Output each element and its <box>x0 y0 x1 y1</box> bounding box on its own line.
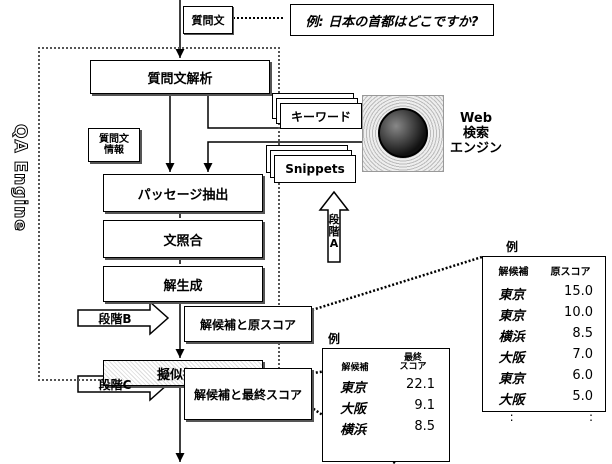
link-b-example <box>311 255 483 312</box>
example-b-title: 例 <box>506 240 519 254</box>
candidate-cell: 大阪 <box>340 401 367 417</box>
stage-a-arrow-shape <box>318 190 350 263</box>
keyword-label: キーワード <box>290 109 351 124</box>
table-row: 横浜 8.5 <box>487 326 601 345</box>
table-row: 横浜 8.5 <box>327 419 445 438</box>
table-row: 東京 6.0 <box>487 368 601 387</box>
example-c-header: 解候補 最終 スコア <box>327 353 445 373</box>
example-c-table: 解候補 最終 スコア 東京 22.1 大阪 9.1 横浜 8.5 <box>322 348 450 462</box>
snippets-label: Snippets <box>285 162 345 176</box>
candidate-cell: 横浜 <box>340 422 367 438</box>
score-cell: 6.0 <box>572 368 593 383</box>
candidate-cell: 大阪 <box>498 351 525 366</box>
analysis-label: 質問文解析 <box>147 71 213 87</box>
table-row: 東京 15.0 <box>487 284 601 303</box>
candidate-cell: 横浜 <box>498 330 525 345</box>
example-c-title: 例 <box>328 332 341 346</box>
original-score-label: 解候補と原スコア <box>199 317 296 332</box>
table-row: 大阪 7.0 <box>487 347 601 366</box>
analysis-step: 質問文解析 <box>90 60 270 94</box>
score-cell: 22.1 <box>406 376 435 392</box>
example-b-header-candidate: 解候補 <box>498 267 529 278</box>
final-score-note: 解候補と最終スコア <box>184 368 312 420</box>
score-cell: 7.0 <box>572 347 593 362</box>
qa-engine-label: QA Engine <box>10 124 31 233</box>
stage-b-label: 段階B <box>98 311 132 326</box>
question-example: 例: 日本の首都はどこですか? <box>305 14 479 30</box>
score-cell: : <box>588 410 593 424</box>
qa-engine-label-wrap: QA Engine <box>8 118 32 238</box>
web-engine-bg <box>362 95 444 172</box>
question-example-box: 例: 日本の首都はどこですか? <box>290 4 494 36</box>
candidate-cell: 大阪 <box>498 393 525 408</box>
score-cell: 8.5 <box>572 326 593 341</box>
final-score-label: 解候補と最終スコア <box>193 387 302 402</box>
arrow-web-to-passage <box>203 141 380 172</box>
score-cell: 15.0 <box>564 284 593 299</box>
candidate-cell: : <box>509 410 514 424</box>
stage-c-label: 段階C <box>98 377 132 392</box>
score-cell: 9.1 <box>414 397 435 413</box>
globe-icon <box>378 108 428 158</box>
example-b-header-score: 原スコア <box>550 267 591 278</box>
table-row: 大阪 9.1 <box>327 398 445 417</box>
candidate-cell: 東京 <box>498 288 525 303</box>
stage-a-label: 段階 A <box>328 213 340 251</box>
table-row: 東京 22.1 <box>327 377 445 396</box>
question-label: 質問文 <box>191 14 225 27</box>
matching-label: 文照合 <box>163 233 203 249</box>
matching-step: 文照合 <box>103 220 263 258</box>
stage-b-arrow-shape <box>77 300 170 336</box>
table-row: 大阪 5.0 <box>487 389 601 408</box>
candidate-cell: 東京 <box>498 372 525 387</box>
original-score-note: 解候補と原スコア <box>184 306 312 342</box>
generation-step: 解生成 <box>103 266 263 302</box>
generation-label: 解生成 <box>163 278 203 294</box>
example-b-header: 解候補 原スコア <box>487 263 601 278</box>
example-c-header-candidate: 解候補 <box>341 362 369 373</box>
table-row: : : <box>487 410 601 424</box>
candidate-cell: 東京 <box>340 380 367 396</box>
keyword-card: キーワード <box>280 103 362 129</box>
question-box: 質問文 <box>183 6 233 34</box>
score-cell: 8.5 <box>414 418 435 434</box>
candidate-cell: 東京 <box>498 309 525 324</box>
passage-label: パッセージ抽出 <box>137 187 229 203</box>
example-b-table: 解候補 原スコア 東京 15.0 東京 10.0 横浜 8.5 大阪 7.0 東… <box>482 256 606 424</box>
passage-step: パッセージ抽出 <box>103 174 263 212</box>
table-row: 東京 10.0 <box>487 305 601 324</box>
web-engine-label: Web 検索 エンジン <box>449 111 502 156</box>
score-cell: 5.0 <box>572 389 593 404</box>
score-cell: 10.0 <box>564 305 593 320</box>
question-info-box: 質問文 情報 <box>88 128 140 162</box>
example-c-header-score: 最終 スコア <box>399 353 427 373</box>
question-info-label: 質問文 情報 <box>99 133 129 157</box>
snippets-card: Snippets <box>274 155 356 183</box>
